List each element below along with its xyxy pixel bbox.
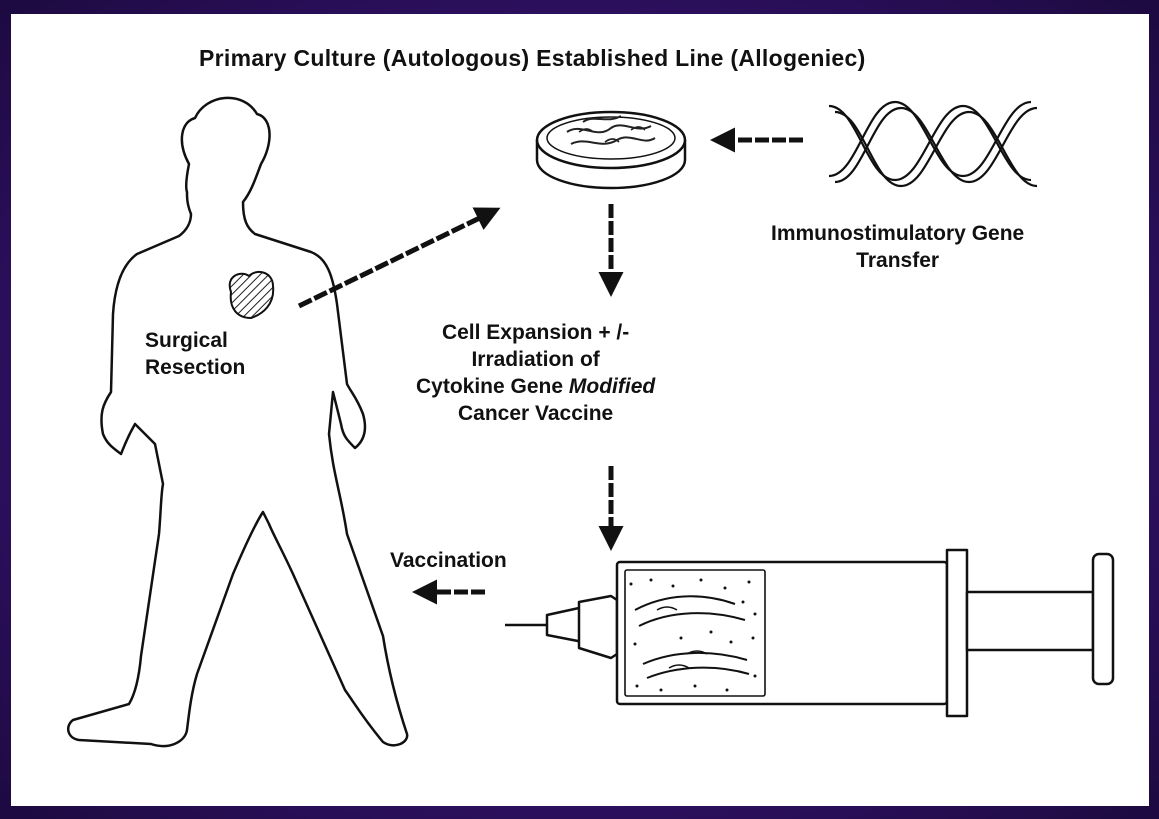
gene-transfer-label: Immunostimulatory Gene Transfer (771, 221, 1024, 275)
gene-label-line2: Transfer (771, 248, 1024, 275)
diagram-title: Primary Culture (Autologous) Established… (199, 44, 866, 73)
step-label-line4: Cancer Vaccine (416, 401, 655, 428)
step-label-modified: Modified (569, 375, 655, 398)
dna-helix-icon (829, 102, 1037, 186)
vaccination-label: Vaccination (390, 548, 507, 575)
step-label-line3: Cytokine Gene Modified (416, 374, 655, 401)
surgical-label-line2: Resection (145, 355, 245, 382)
step-label-line2: Irradiation of (416, 347, 655, 374)
diagram-canvas: Primary Culture (Autologous) Established… (11, 14, 1149, 806)
person-silhouette-icon (68, 98, 407, 746)
surgical-label-line1: Surgical (145, 328, 245, 355)
petri-dish-icon (537, 112, 685, 188)
step-label-line1: Cell Expansion + /- (416, 320, 655, 347)
surgical-resection-label: Surgical Resection (145, 328, 245, 382)
syringe-icon (505, 550, 1113, 716)
step-label-line3-text: Cytokine Gene (416, 375, 569, 398)
cell-expansion-label: Cell Expansion + /- Irradiation of Cytok… (416, 320, 655, 428)
gene-label-line1: Immunostimulatory Gene (771, 221, 1024, 248)
